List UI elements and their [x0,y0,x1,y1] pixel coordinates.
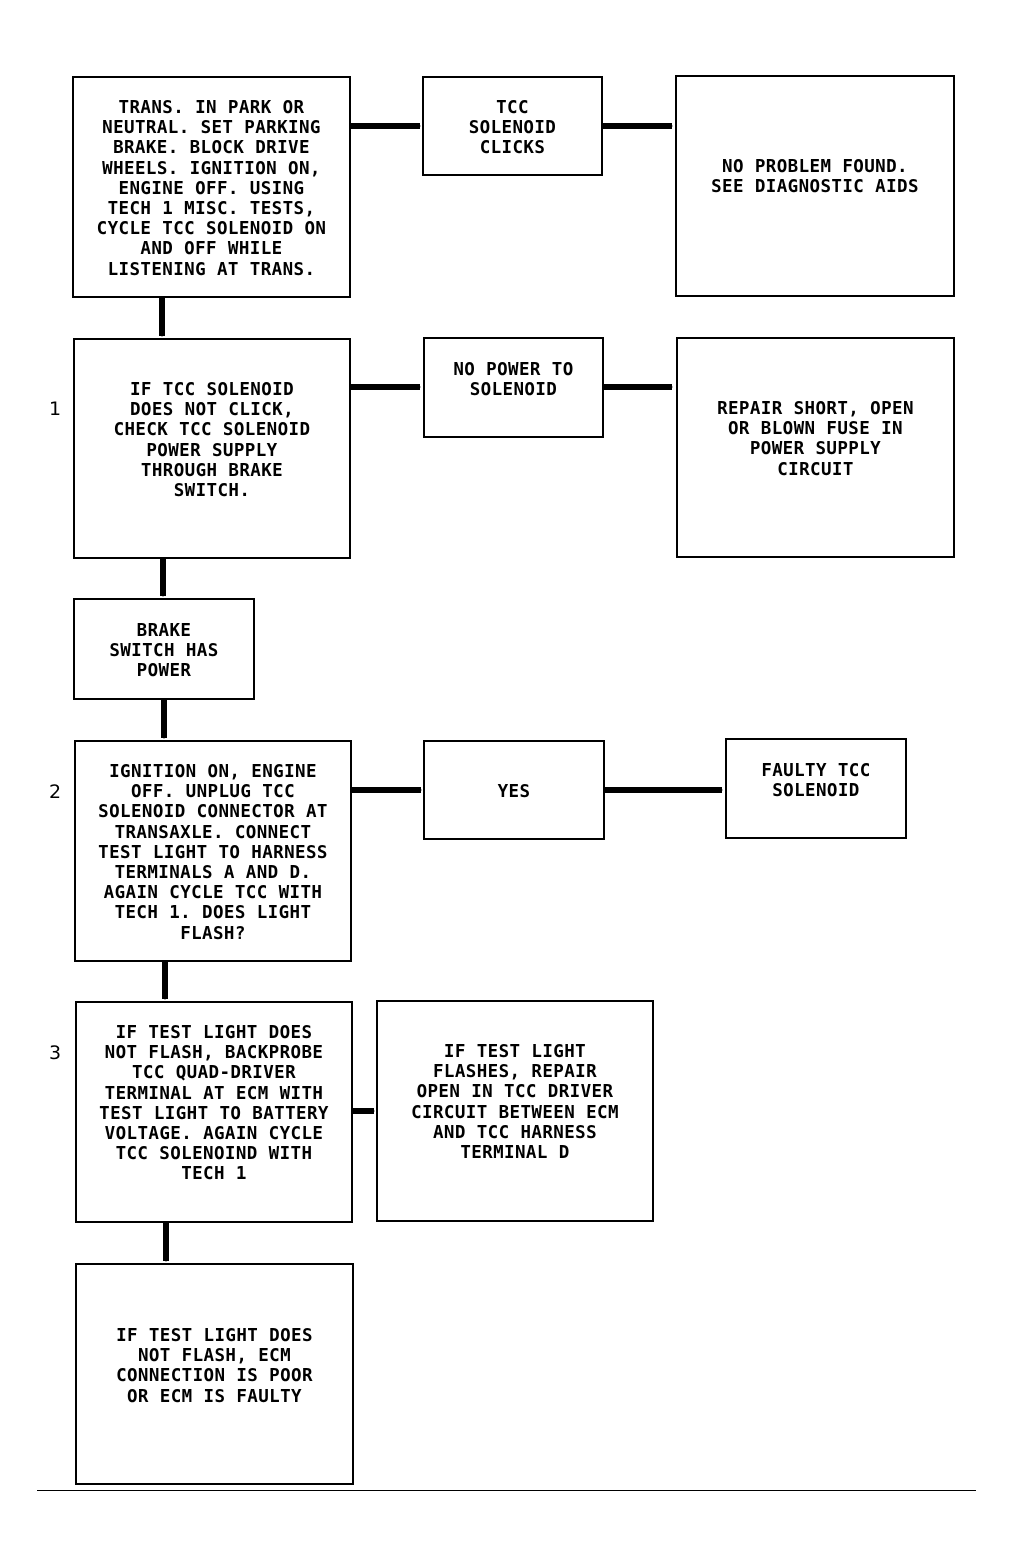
tcc-clicks-text: TCC SOLENOID CLICKS [468,98,557,159]
repair-open-box: IF TEST LIGHT FLASHES, REPAIR OPEN IN TC… [376,1000,654,1222]
step1-text: IF TCC SOLENOID DOES NOT CLICK, CHECK TC… [113,380,311,502]
yes-text: YES [497,782,531,802]
ecm-faulty-box: IF TEST LIGHT DOES NOT FLASH, ECM CONNEC… [75,1263,354,1485]
no-power-box: NO POWER TO SOLENOID [423,337,604,438]
brake-power-text: BRAKE SWITCH HAS POWER [109,621,219,682]
step2-box: IGNITION ON, ENGINE OFF. UNPLUG TCC SOLE… [74,740,352,962]
repair-short-text: REPAIR SHORT, OPEN OR BLOWN FUSE IN POWE… [717,399,914,480]
no-problem-text: NO PROBLEM FOUND. SEE DIAGNOSTIC AIDS [711,157,919,198]
repair-short-box: REPAIR SHORT, OPEN OR BLOWN FUSE IN POWE… [676,337,955,558]
brake-power-box: BRAKE SWITCH HAS POWER [73,598,255,700]
step-number-1: 1 [49,398,62,420]
step2-text: IGNITION ON, ENGINE OFF. UNPLUG TCC SOLE… [98,762,328,944]
step1-box: IF TCC SOLENOID DOES NOT CLICK, CHECK TC… [73,338,351,559]
ecm-faulty-text: IF TEST LIGHT DOES NOT FLASH, ECM CONNEC… [116,1326,313,1407]
step-number-2: 2 [49,781,62,803]
step3-text: IF TEST LIGHT DOES NOT FLASH, BACKPROBE … [99,1023,329,1185]
bottom-rule [37,1490,976,1491]
start-box: TRANS. IN PARK OR NEUTRAL. SET PARKING B… [72,76,351,298]
repair-open-text: IF TEST LIGHT FLASHES, REPAIR OPEN IN TC… [411,1042,619,1164]
faulty-tcc-box: FAULTY TCC SOLENOID [725,738,907,839]
start-text: TRANS. IN PARK OR NEUTRAL. SET PARKING B… [96,98,327,280]
no-problem-box: NO PROBLEM FOUND. SEE DIAGNOSTIC AIDS [675,75,955,297]
yes-box: YES [423,740,605,840]
no-power-text: NO POWER TO SOLENOID [453,360,574,401]
step-number-3: 3 [49,1042,62,1064]
faulty-tcc-text: FAULTY TCC SOLENOID [761,761,871,802]
step3-box: IF TEST LIGHT DOES NOT FLASH, BACKPROBE … [75,1001,353,1223]
tcc-clicks-box: TCC SOLENOID CLICKS [422,76,603,176]
